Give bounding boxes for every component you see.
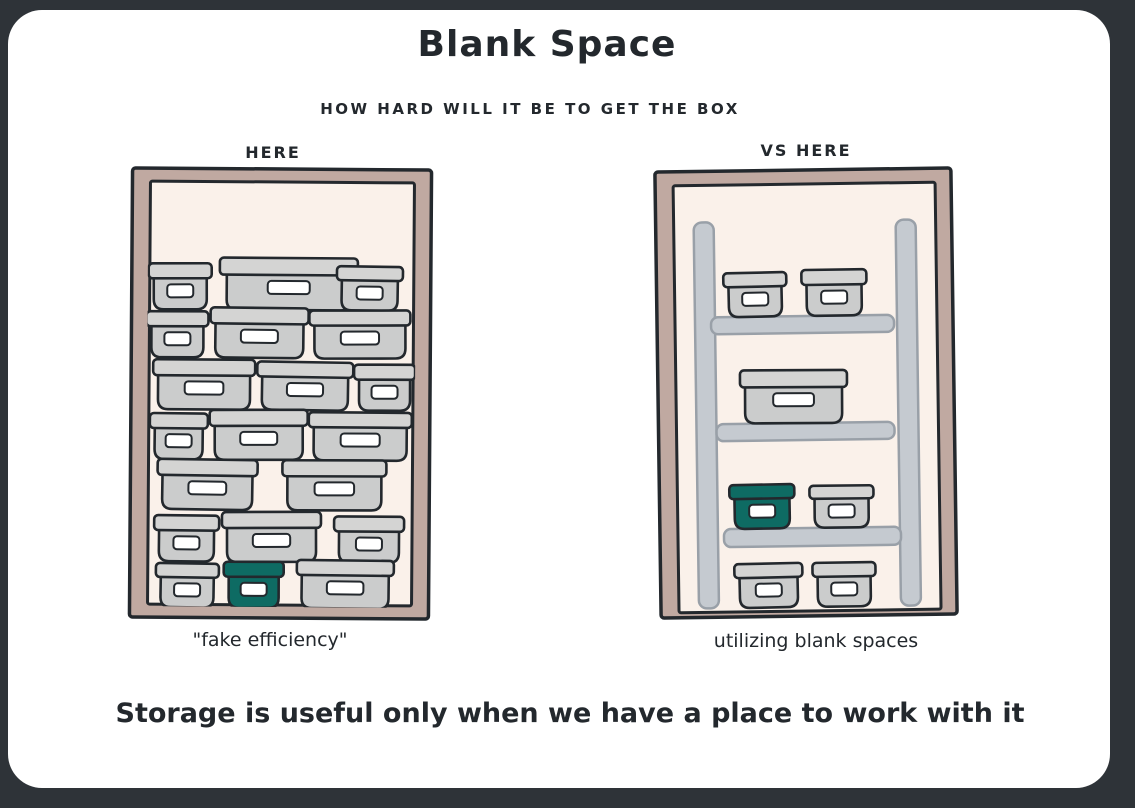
box-lid	[727, 482, 796, 501]
box-lid	[220, 510, 323, 530]
box-lid	[332, 515, 406, 534]
right-cabinet-contents	[692, 218, 923, 610]
storage-box	[307, 410, 414, 463]
box-label	[325, 580, 365, 596]
storage-box	[800, 267, 868, 318]
teal-box	[727, 482, 796, 531]
box-label	[187, 480, 228, 496]
box-lid	[148, 411, 210, 430]
storage-box	[147, 261, 214, 311]
box-lid	[738, 368, 849, 389]
box-lid	[335, 264, 405, 283]
storage-box	[295, 558, 396, 608]
box-lid	[208, 408, 309, 428]
storage-box	[335, 264, 405, 313]
box-label	[164, 433, 193, 449]
shelf-post	[894, 218, 923, 607]
storage-box	[209, 306, 310, 360]
storage-box	[220, 510, 323, 564]
box-label	[285, 381, 325, 398]
storage-box	[732, 561, 804, 610]
box-label	[239, 328, 279, 345]
box-lid	[152, 513, 221, 532]
storage-box	[808, 483, 875, 529]
right-caption: utilizing blank spaces	[713, 630, 919, 652]
storage-box	[152, 513, 221, 563]
box-lid	[154, 561, 221, 580]
box-lid	[145, 309, 210, 328]
storage-box	[208, 408, 309, 462]
left-cabinet-contents	[145, 256, 417, 608]
box-label	[370, 384, 399, 400]
storage-box	[721, 270, 788, 319]
page-title: Blank Space	[417, 24, 677, 65]
storage-box	[145, 309, 210, 359]
box-label	[820, 289, 849, 305]
box-label	[313, 481, 356, 497]
box-lid	[281, 458, 388, 478]
shelf	[715, 420, 896, 443]
box-lid	[156, 457, 259, 478]
box-label	[827, 503, 856, 519]
box-label	[266, 279, 311, 296]
box-lid	[800, 267, 868, 287]
box-label	[166, 283, 195, 299]
box-lid	[811, 560, 877, 579]
box-label	[239, 581, 268, 597]
storage-box	[308, 309, 412, 360]
left-caption: "fake efficiency"	[192, 629, 348, 651]
box-lid	[147, 261, 214, 280]
box-lid	[222, 560, 286, 579]
box-lid	[308, 309, 412, 327]
box-label	[741, 291, 770, 307]
storage-box	[156, 457, 259, 512]
box-label	[172, 535, 201, 551]
storage-box	[811, 560, 877, 609]
left-panel-label: HERE	[245, 143, 301, 162]
storage-box	[332, 515, 406, 565]
box-lid	[732, 561, 804, 580]
box-label	[354, 536, 383, 552]
box-label	[239, 430, 279, 446]
shelf	[722, 525, 903, 549]
box-label	[173, 582, 202, 598]
storage-box	[148, 411, 210, 461]
left-cabinet	[127, 166, 434, 621]
teal-box	[222, 560, 286, 608]
box-lid	[307, 410, 414, 430]
storage-box	[255, 360, 355, 412]
box-label	[772, 392, 815, 408]
box-label	[183, 380, 225, 396]
shelf	[709, 313, 896, 336]
storage-box	[218, 256, 360, 312]
box-lid	[151, 357, 257, 378]
subtitle: HOW HARD WILL IT BE TO GET THE BOX	[320, 100, 740, 118]
storage-box	[151, 357, 257, 412]
box-label	[748, 503, 777, 519]
storage-box	[352, 363, 417, 413]
box-label	[339, 330, 381, 346]
box-lid	[209, 306, 310, 326]
box-lid	[721, 270, 788, 289]
box-lid	[255, 360, 355, 380]
box-label	[355, 285, 384, 301]
box-label	[251, 532, 292, 548]
box-label	[339, 432, 381, 448]
box-label	[830, 581, 859, 597]
box-lid	[808, 483, 875, 501]
box-label	[163, 331, 192, 347]
right-panel-label: VS HERE	[760, 141, 852, 160]
storage-box	[738, 368, 849, 425]
box-lid	[295, 558, 396, 578]
box-lid	[352, 363, 417, 382]
footer-message: Storage is useful only when we have a pl…	[115, 698, 1025, 729]
storage-box	[281, 458, 388, 512]
box-label	[754, 582, 783, 598]
right-cabinet	[653, 166, 959, 620]
shelf-post	[692, 221, 721, 610]
storage-box	[154, 561, 221, 608]
